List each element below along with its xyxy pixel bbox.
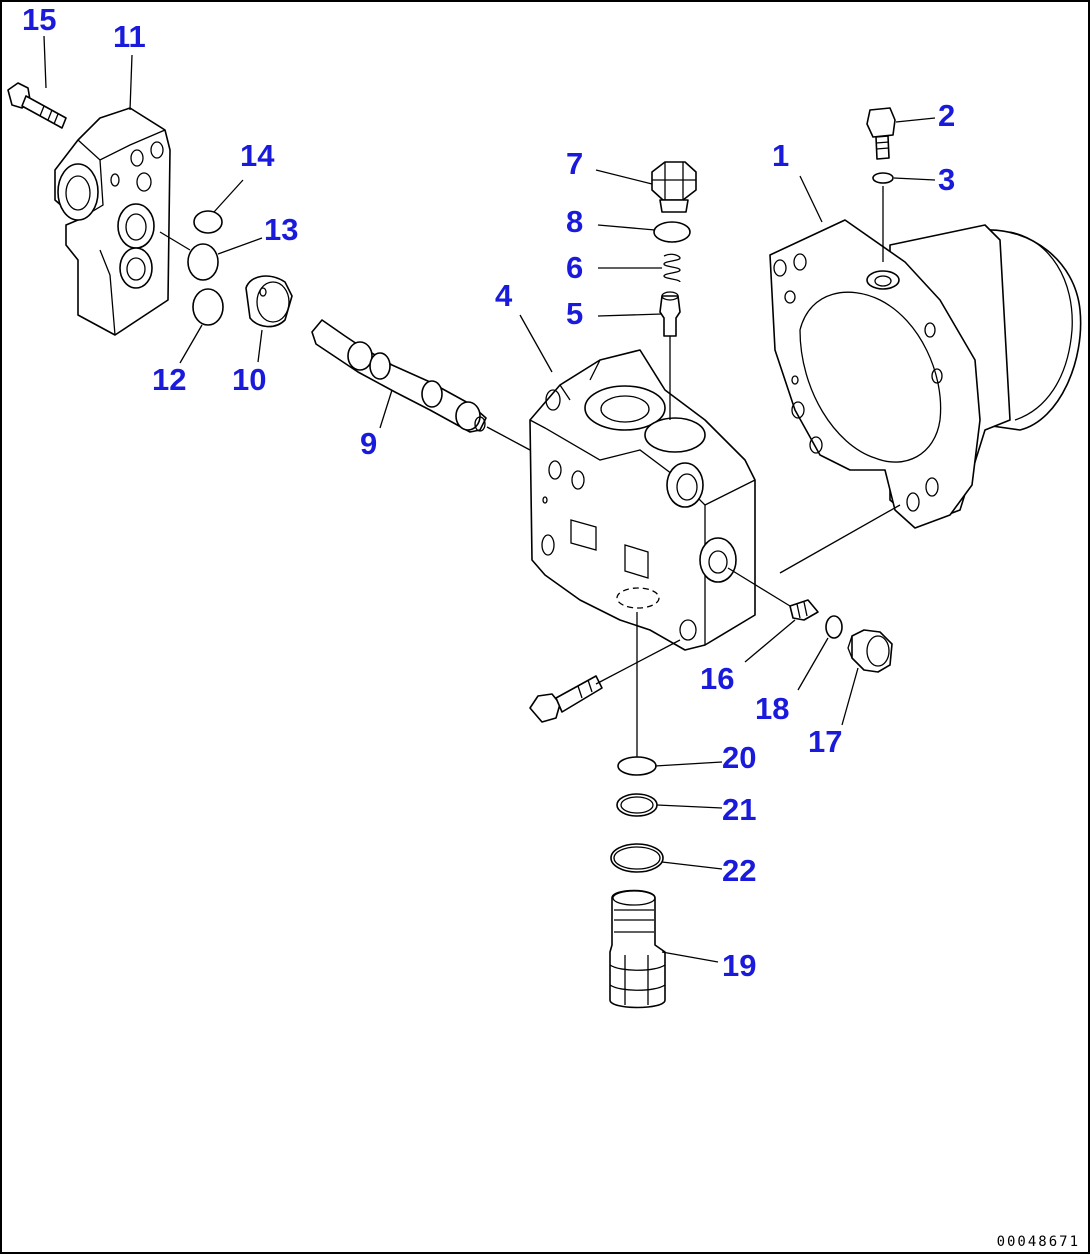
part-9-spool [311,319,487,433]
callout-13: 13 [264,212,298,247]
part-6-spring [663,253,681,283]
callout-20: 20 [722,740,756,775]
callout-16: 16 [700,661,734,696]
part-21-backup-ring [616,793,658,817]
part-13-o-ring [187,243,219,281]
callout-21: 21 [722,792,756,827]
part-16-orifice [789,599,819,621]
callout-11: 11 [113,19,146,54]
callout-2: 2 [938,98,955,133]
callout-19: 19 [722,948,756,983]
callout-22: 22 [722,853,756,888]
leader-lines [43,35,936,963]
part-19-relief-valve [609,889,666,1009]
part-10-sleeve [245,275,293,328]
part-7-plug [651,161,697,213]
part-8-o-ring [653,221,691,243]
callout-18: 18 [755,691,789,726]
part-11-cover-block [54,107,171,336]
callout-9: 9 [360,426,377,461]
callout-7: 7 [566,146,583,181]
drawing-code: 00048671 [996,1234,1080,1250]
callout-10: 10 [232,362,266,397]
callout-15: 15 [22,2,56,37]
assembly-lines [159,186,901,757]
part-18-o-ring [825,615,843,639]
callout-5: 5 [566,296,583,331]
part-2-plug-bolt [866,107,896,160]
callout-labels: 1 2 3 4 5 6 7 8 9 10 11 12 13 14 15 16 1… [22,2,955,983]
part-22-o-ring [610,843,664,873]
callout-14: 14 [240,138,275,173]
callout-6: 6 [566,250,583,285]
part-17-plug [847,629,893,673]
part-4-valve-body [529,349,756,651]
callout-17: 17 [808,724,842,759]
part-3-o-ring [872,172,894,184]
lower-bolt [529,675,603,723]
callout-12: 12 [152,362,186,397]
part-1-motor-housing [769,219,1082,529]
callout-8: 8 [566,204,583,239]
part-12-o-ring [192,288,224,326]
callout-3: 3 [938,162,955,197]
part-20-o-ring [617,756,657,776]
callout-1: 1 [772,138,789,173]
part-14-o-ring [193,210,223,234]
part-15-bolt [7,82,67,129]
part-5-poppet [659,291,681,337]
callout-4: 4 [495,278,513,313]
